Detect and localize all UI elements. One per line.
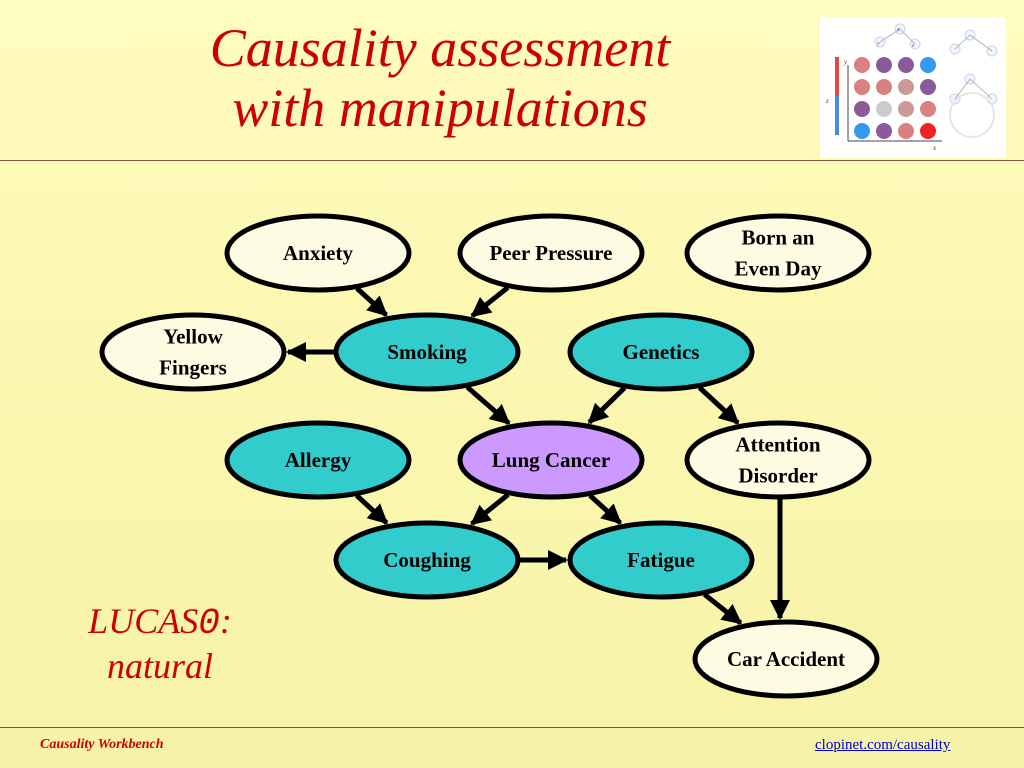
edge-lung-cancer-to-coughing [470, 492, 510, 526]
model-index: 0 [198, 603, 220, 644]
footer-link[interactable]: clopinet.com/causality [815, 737, 951, 753]
thumb-dot [854, 101, 870, 117]
model-name: LUCAS [88, 601, 199, 641]
thumb-node-z: z [911, 43, 915, 49]
node-genetics-label: Genetics [623, 340, 700, 364]
node-born-even-day-shape [684, 213, 872, 293]
thumbnail-figure: y z x y x z [820, 17, 1006, 158]
thumb-dot [854, 79, 870, 95]
node-anxiety: Anxiety [224, 213, 412, 293]
node-car-accident: Car Accident [692, 619, 880, 699]
thumb-axis-x: x [932, 144, 937, 152]
node-lung-cancer-shape [457, 420, 645, 500]
node-attention-disorder-label: Disorder [738, 464, 817, 488]
node-genetics: Genetics [567, 312, 755, 392]
thumb-node-y: y [876, 41, 880, 47]
nodes-layer: Anxiety Peer Pressure Born an Even DayYello… [99, 213, 880, 699]
node-fatigue-shape [567, 520, 755, 600]
title-line-2: with manipulations [232, 78, 648, 138]
node-smoking-shape [333, 312, 521, 392]
thumb-dot [898, 79, 914, 95]
thumb-dot [920, 123, 936, 139]
node-lung-cancer: Lung Cancer [457, 420, 645, 500]
node-anxiety-shape [224, 213, 412, 293]
thumb-dot [898, 57, 914, 73]
node-allergy-label: Allergy [285, 448, 352, 472]
thumb-axis-y: y [843, 58, 848, 66]
node-car-accident-label: Car Accident [727, 647, 845, 671]
node-peer-pressure: Peer Pressure [457, 213, 645, 293]
model-subtitle: natural [106, 646, 213, 686]
footer-divider [0, 727, 1024, 728]
node-allergy: Allergy [224, 420, 412, 500]
node-allergy-shape [224, 420, 412, 500]
thumb-dot [898, 123, 914, 139]
title-line-1: Causality assessment [209, 18, 671, 78]
node-born-even-day-label: Born an [742, 226, 815, 250]
thumb-node-x: x [896, 27, 900, 33]
thumb-faded-circle [949, 92, 995, 138]
edge-peer-pressure-to-smoking [470, 285, 510, 318]
node-fatigue: Fatigue [567, 520, 755, 600]
thumb-dot [920, 57, 936, 73]
edge-genetics-to-lung-cancer [587, 386, 627, 425]
edge-smoking-to-lung-cancer [465, 385, 511, 426]
edge-lung-cancer-to-fatigue [588, 493, 622, 525]
edge-genetics-to-attention-disorder [697, 385, 740, 425]
node-yellow-fingers-shape [99, 312, 287, 392]
thumb-dot [876, 101, 892, 117]
node-genetics-shape [567, 312, 755, 392]
node-yellow-fingers-label: Fingers [159, 356, 227, 380]
node-fatigue-label: Fatigue [627, 548, 695, 572]
thumb-dot [898, 101, 914, 117]
thumb-dot [854, 57, 870, 73]
thumb-dot [876, 57, 892, 73]
thumb-dot [920, 101, 936, 117]
node-smoking: Smoking [333, 312, 521, 392]
thumb-axis-z: z [825, 97, 829, 105]
thumb-dot-grid [854, 57, 936, 139]
node-peer-pressure-label: Peer Pressure [489, 241, 612, 265]
node-coughing-shape [333, 520, 521, 600]
model-caption: LUCAS0: natural [40, 600, 280, 687]
node-born-even-day-label: Even Day [735, 257, 822, 281]
thumb-dot [920, 79, 936, 95]
thumb-dot [876, 79, 892, 95]
node-attention-disorder-shape [684, 420, 872, 500]
edge-allergy-to-coughing [354, 493, 389, 525]
edges-layer [286, 285, 790, 625]
thumb-dot [854, 123, 870, 139]
title-divider [0, 160, 1024, 161]
node-lung-cancer-label: Lung Cancer [492, 448, 610, 472]
node-attention-disorder-label: Attention [735, 433, 820, 457]
model-colon: : [219, 601, 232, 641]
footer-brand: Causality Workbench [40, 737, 164, 752]
node-car-accident-shape [692, 619, 880, 699]
edge-fatigue-to-car-accident [702, 592, 743, 625]
node-born-even-day: Born an Even Day [684, 213, 872, 293]
node-coughing: Coughing [333, 520, 521, 600]
node-yellow-fingers-label: Yellow [163, 325, 223, 349]
node-anxiety-label: Anxiety [283, 241, 353, 265]
slide-title: Causality assessment with manipulations [80, 18, 800, 138]
thumb-dot [876, 123, 892, 139]
edge-anxiety-to-smoking [355, 286, 388, 317]
node-coughing-label: Coughing [383, 548, 471, 572]
node-smoking-label: Smoking [387, 340, 467, 364]
node-peer-pressure-shape [457, 213, 645, 293]
